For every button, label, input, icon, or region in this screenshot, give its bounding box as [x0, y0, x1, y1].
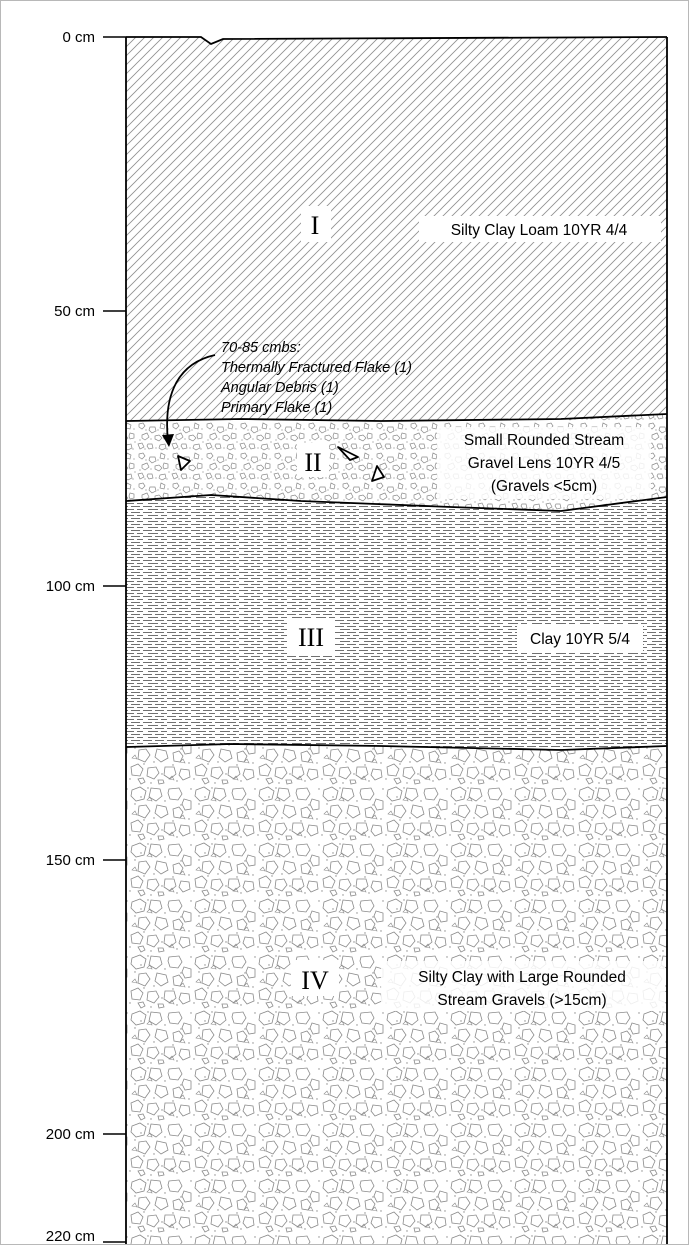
stratum-i-numeral: I — [311, 211, 320, 240]
artifact-note-line-2: Thermally Fractured Flake (1) — [221, 360, 412, 376]
stratum-iii-fill — [126, 495, 667, 750]
stratum-ii-description-line-2: Gravel Lens 10YR 4/5 — [468, 455, 621, 472]
artifact-primary-flake-icon — [371, 465, 385, 482]
artifact-arrowhead-icon — [162, 434, 174, 447]
stratum-iv-description-line-2: Stream Gravels (>15cm) — [437, 992, 606, 1009]
artifact-note-line-1: 70-85 cmbs: — [221, 340, 301, 356]
depth-label-100: 100 cm — [46, 578, 95, 595]
stratum-ii-description-line-1: Small Rounded Stream — [464, 432, 624, 449]
stratum-iii-description: Clay 10YR 5/4 — [530, 631, 630, 648]
artifact-note: 70-85 cmbs: Thermally Fractured Flake (1… — [220, 340, 412, 416]
artifact-angular-debris-icon — [337, 446, 359, 461]
stratum-iv-description-line-1: Silty Clay with Large Rounded — [418, 969, 626, 986]
depth-label-220: 220 cm — [46, 1228, 95, 1244]
boundary-ii-iii — [125, 494, 668, 512]
artifact-note-line-3: Angular Debris (1) — [220, 380, 339, 396]
stratum-iii-numeral: III — [298, 623, 324, 652]
stratum-i-description: Silty Clay Loam 10YR 4/4 — [451, 222, 628, 239]
boundary-i-ii — [125, 413, 668, 422]
artifact-arrow — [166, 354, 216, 442]
depth-label-50: 50 cm — [54, 303, 95, 320]
depth-label-0: 0 cm — [62, 29, 95, 46]
stratum-i-fill — [126, 37, 667, 421]
depth-label-150: 150 cm — [46, 852, 95, 869]
boundary-iii-iv — [125, 743, 668, 751]
artifact-thermal-flake-icon — [177, 455, 191, 471]
stratum-iv-numeral: IV — [301, 966, 329, 995]
top-surface-line — [126, 36, 668, 46]
depth-label-200: 200 cm — [46, 1126, 95, 1143]
stratum-ii-numeral: II — [304, 448, 321, 477]
stratum-ii-description-line-3: (Gravels <5cm) — [491, 478, 597, 495]
artifact-note-line-4: Primary Flake (1) — [221, 400, 332, 416]
